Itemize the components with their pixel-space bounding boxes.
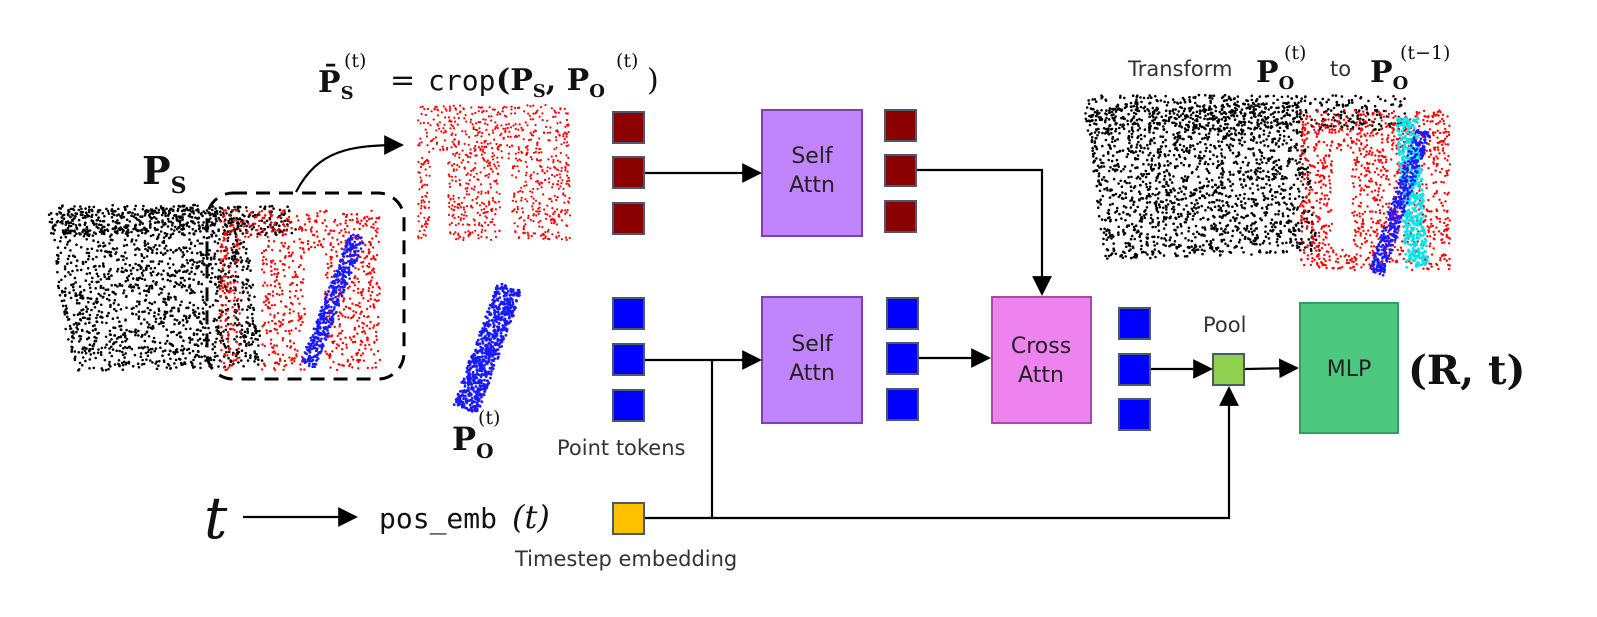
cropped-cloud-red bbox=[417, 103, 572, 242]
transformed-cloud-blue bbox=[1369, 129, 1431, 277]
pos-emb-formula: pos_emb (t) bbox=[379, 498, 550, 536]
transform-dst-sub: O bbox=[1393, 73, 1409, 94]
pool-token bbox=[1212, 353, 1245, 386]
crop-lhs-symbol: P̄ bbox=[318, 64, 341, 100]
object-token bbox=[886, 342, 919, 375]
self-attn-top-line2: Attn bbox=[789, 173, 835, 198]
timestep-token bbox=[612, 502, 645, 535]
scene-token bbox=[884, 200, 917, 233]
crop-args-open: (P bbox=[496, 63, 533, 98]
pos-emb-function: pos_emb bbox=[379, 502, 497, 536]
object-tokens-cross bbox=[1118, 307, 1151, 431]
object-symbol: P bbox=[452, 420, 476, 458]
crop-args-sup: (t) bbox=[616, 50, 638, 72]
scene-tokens-input bbox=[612, 111, 645, 235]
object-token bbox=[886, 297, 919, 330]
self-attn-bottom-block: Self Attn bbox=[761, 296, 863, 424]
self-attn-top-block: Self Attn bbox=[761, 109, 863, 237]
point-clouds bbox=[47, 93, 1452, 413]
scene-sub: S bbox=[171, 173, 187, 199]
object-cloud-blue bbox=[452, 282, 521, 413]
object-sup: (t) bbox=[478, 407, 500, 429]
transformed-cloud-cyan bbox=[1395, 116, 1429, 269]
transformed-cloud-black-top bbox=[1084, 93, 1407, 132]
transform-src-symbol: P bbox=[1256, 55, 1279, 90]
object-token bbox=[1118, 398, 1151, 431]
transform-src-sub: O bbox=[1279, 73, 1295, 94]
crop-args-comma: , P bbox=[546, 63, 589, 98]
object-token bbox=[612, 297, 645, 330]
crop-lhs-sub: S bbox=[341, 83, 354, 104]
scene-token bbox=[884, 154, 917, 187]
crop-args-o-sub: O bbox=[589, 81, 605, 102]
transform-to: to bbox=[1330, 57, 1351, 81]
scene-label: PS bbox=[142, 148, 186, 199]
crop-args-close: ) bbox=[647, 63, 659, 98]
transform-dst-symbol: P bbox=[1370, 55, 1393, 90]
self-attn-bottom-line2: Attn bbox=[789, 361, 835, 386]
transform-dst-sup: (t−1) bbox=[1400, 42, 1450, 64]
scene-object-blue bbox=[301, 233, 365, 369]
scene-symbol: P bbox=[142, 148, 171, 193]
scene-token bbox=[884, 109, 917, 142]
connections bbox=[243, 163, 1299, 527]
crop-formula: P̄S (t) = crop (PS, PO (t) ) bbox=[318, 50, 659, 104]
timestep-embedding-label: Timestep embedding bbox=[514, 547, 737, 571]
mlp-label: MLP bbox=[1327, 357, 1372, 382]
object-token bbox=[1118, 353, 1151, 386]
pool-label: Pool bbox=[1203, 313, 1246, 337]
mlp-block: MLP bbox=[1299, 302, 1399, 434]
scene-token bbox=[612, 111, 645, 144]
object-tokens-encoded bbox=[886, 297, 919, 421]
crop-region-box bbox=[205, 191, 406, 381]
crop-arrow bbox=[295, 135, 404, 193]
object-token bbox=[612, 389, 645, 422]
self-attn-top-line1: Self bbox=[791, 144, 834, 169]
scene-tokens-encoded bbox=[884, 109, 917, 233]
object-token bbox=[886, 388, 919, 421]
self-attn-bottom-line1: Self bbox=[791, 332, 834, 357]
object-label: PO bbox=[452, 420, 493, 463]
cross-attn-block: Cross Attn bbox=[991, 296, 1092, 424]
transform-label: Transform PO (t) to PO (t−1) bbox=[1127, 42, 1450, 94]
crop-equals: = bbox=[390, 63, 415, 98]
object-tokens-input bbox=[612, 297, 645, 422]
transform-src-sup: (t) bbox=[1284, 42, 1306, 64]
crop-args-s-sub: S bbox=[533, 81, 546, 102]
object-token bbox=[612, 343, 645, 376]
cross-attn-line2: Attn bbox=[1018, 363, 1064, 388]
scene-token bbox=[612, 202, 645, 235]
object-token bbox=[1118, 307, 1151, 340]
output-formula: (R, t) bbox=[1408, 347, 1525, 394]
transform-word: Transform bbox=[1127, 57, 1232, 81]
crop-function-name: crop bbox=[428, 64, 495, 97]
crop-lhs-sup: (t) bbox=[344, 50, 366, 72]
time-symbol: t bbox=[204, 484, 228, 552]
object-sub: O bbox=[476, 439, 493, 463]
scene-token bbox=[612, 156, 645, 189]
point-tokens-label: Point tokens bbox=[557, 436, 685, 460]
pos-emb-argument: (t) bbox=[512, 498, 550, 536]
cross-attn-line1: Cross bbox=[1011, 334, 1071, 359]
